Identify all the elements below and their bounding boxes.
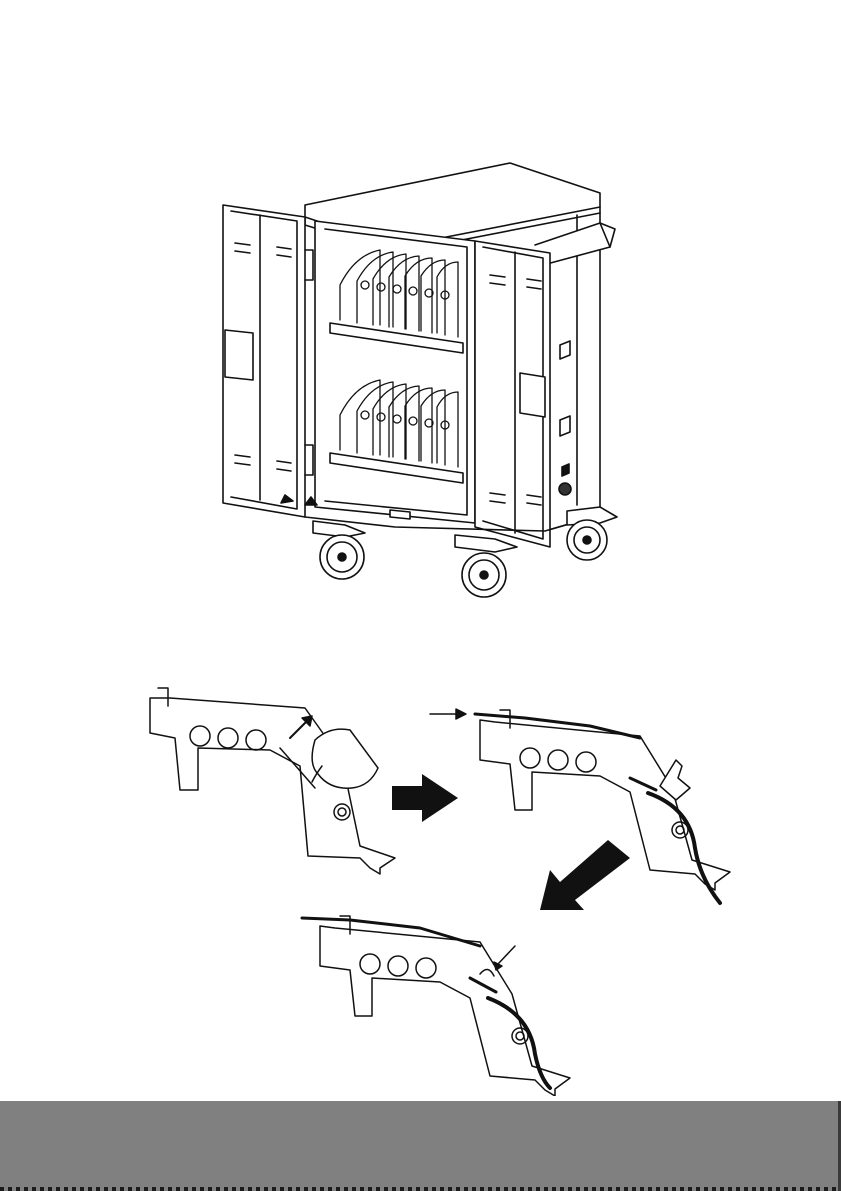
bracket-steps-figure [130, 678, 750, 1096]
footer-band [0, 1101, 838, 1191]
bracket-steps-icon [130, 678, 750, 1096]
down-left-arrow-icon [540, 840, 630, 910]
bracket-step-1 [150, 688, 395, 874]
bracket-step-3 [302, 916, 570, 1096]
charging-cart-icon [205, 155, 635, 605]
right-arrow-icon [392, 774, 458, 822]
charging-cart-figure [205, 155, 635, 605]
footer-tick-strip [0, 1187, 838, 1191]
